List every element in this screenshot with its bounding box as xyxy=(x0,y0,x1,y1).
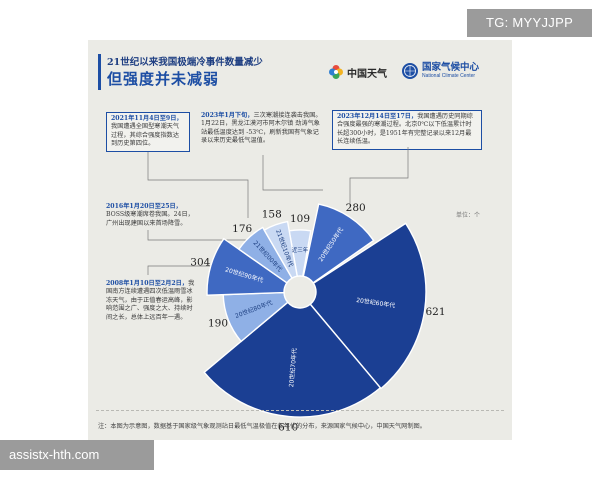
watermark-bottom: assistx-hth.com xyxy=(0,440,154,470)
sector-category-label: 近三年 xyxy=(292,246,309,254)
note-2008: 2008年1月10日至2月2日，我国南方连续遭遇四次低温雨雪冰冻天气，由于正值春… xyxy=(106,280,198,322)
connector-line xyxy=(262,155,323,191)
connector-line xyxy=(147,152,249,218)
note-date: 2021年11月4日至9日， xyxy=(111,115,183,122)
colorful-flower-icon xyxy=(329,65,343,79)
title-accent-bar xyxy=(98,54,101,90)
footnote: 注：本图为示意图，数据基于国家级气象观测站日最低气温极值在各年代的分布，来源国家… xyxy=(98,423,426,430)
note-2023-jan: 2023年1月下旬，三次寒潮接连袭击我国。1月22日，黑龙江漠河市阿木尔镇 劲涛… xyxy=(201,112,323,146)
note-text: 三次寒潮接连袭击我国。1月22日，黑龙江漠河市阿木尔镇 劲涛气象站最低温度达到 … xyxy=(201,112,322,145)
note-2016: 2016年1月20日至25日，BOSS级寒潮席卷我国。24日，广州出现建国以来首… xyxy=(106,203,198,228)
chart-title: 21世纪以来我国极端冷事件数量减少 xyxy=(107,57,263,68)
cma-logo-text: 中国天气 xyxy=(347,68,387,80)
infographic-card: 21世纪以来我国极端冷事件数量减少 但强度并未减弱 中国天气 国家气候中心 Na… xyxy=(88,40,512,440)
sector-value-label: 280 xyxy=(346,202,366,214)
unit-label: 单位：个 xyxy=(456,212,481,219)
chart-subtitle: 但强度并未减弱 xyxy=(107,70,220,88)
note-text: BOSS级寒潮席卷我国。24日，广州出现建国以来首场降雪。 xyxy=(106,211,194,227)
rose-sector xyxy=(206,237,288,296)
cma-logo: 中国天气 xyxy=(328,64,387,80)
sector-value-label: 176 xyxy=(232,223,252,235)
note-date: 2016年1月20日至25日， xyxy=(106,203,182,210)
watermark-top: TG: MYYJJPP xyxy=(467,9,592,37)
note-text: 我国遭遇历史同期综合强度最强的寒潮过程。北京0℃以下低温累计时长超300小时，是… xyxy=(337,113,473,146)
sector-value-label: 109 xyxy=(290,213,310,225)
sector-value-label: 621 xyxy=(425,306,445,318)
note-text: 我国南方连续遭遇四次低温雨雪冰冻天气，由于正值春运高峰，影响范围之广、强度之大、… xyxy=(106,280,195,321)
rose-chart: 近三年10920世纪50年代28020世纪60年代62120世纪70年代6102… xyxy=(147,147,446,434)
rose-sector xyxy=(302,203,375,284)
connector-line xyxy=(349,147,409,208)
globe-emblem-icon xyxy=(402,63,418,79)
connector-line xyxy=(147,230,268,241)
note-2021: 2021年11月4日至9日，我国遭遇全国型寒潮天气过程，其综合强度指数达到历史第… xyxy=(106,112,190,152)
sector-value-label: 158 xyxy=(262,208,282,220)
footer-divider xyxy=(96,410,504,411)
note-date: 2008年1月10日至2月2日， xyxy=(106,280,189,287)
ncc-logo-english: National Climate Center xyxy=(422,73,476,79)
rose-sector xyxy=(222,291,289,343)
rose-sectors xyxy=(203,203,427,418)
rose-sector xyxy=(288,229,312,278)
rose-sector xyxy=(263,220,299,280)
ncc-logo-text: 国家气候中心 xyxy=(422,62,480,73)
note-text: 我国遭遇全国型寒潮天气过程，其综合强度指数达到历史第四位。 xyxy=(111,123,180,148)
rose-sector xyxy=(309,222,427,390)
note-2023-dec: 2023年12月14日至17日，我国遭遇历史同期综合强度最强的寒潮过程。北京0℃… xyxy=(332,110,482,150)
sector-value-label: 304 xyxy=(190,256,210,268)
rose-sector xyxy=(203,301,382,418)
note-date: 2023年1月下旬， xyxy=(201,112,254,119)
sector-category-label: 20世纪70年代 xyxy=(287,348,298,388)
sector-value-label: 190 xyxy=(208,317,228,329)
rose-sector xyxy=(237,226,293,284)
ncc-logo: 国家气候中心 National Climate Center xyxy=(401,62,479,80)
note-date: 2023年12月14日至17日， xyxy=(337,113,418,120)
sector-value-label: 610 xyxy=(278,422,298,434)
